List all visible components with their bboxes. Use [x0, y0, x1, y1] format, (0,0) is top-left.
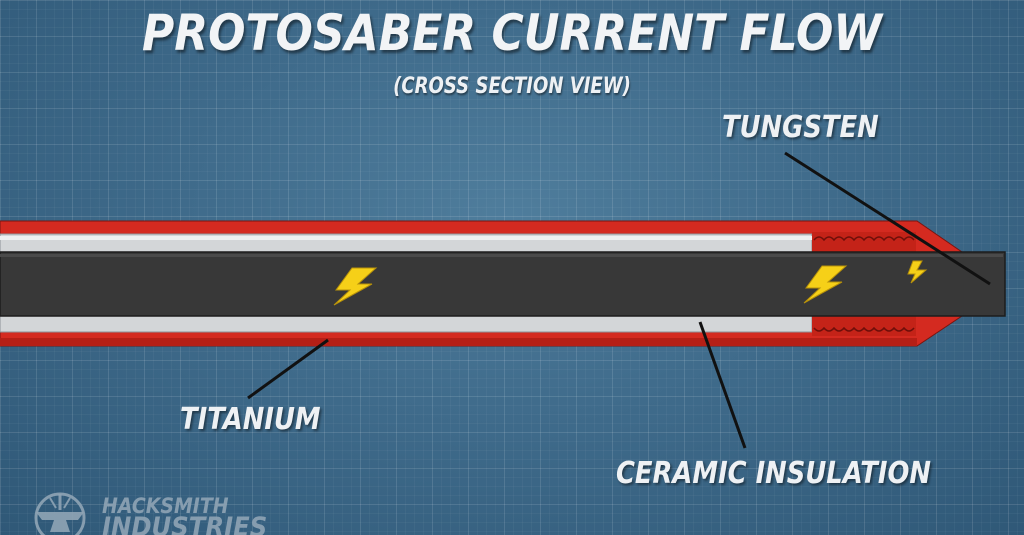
- tungsten-leader-line: [784, 151, 991, 286]
- titanium-leader-line: [247, 338, 329, 400]
- hacksmith-logo: HACKSMITH INDUSTRIES: [28, 488, 288, 535]
- logo-line-hacksmith: HACKSMITH: [102, 494, 229, 518]
- tungsten-label: TUNGSTEN: [722, 110, 879, 145]
- logo-wordmark: HACKSMITH INDUSTRIES: [102, 495, 286, 535]
- ceramic-insulation-highlight: [0, 236, 812, 240]
- diagram-subtitle: (CROSS SECTION VIEW): [393, 74, 631, 99]
- threaded-section: [812, 232, 916, 336]
- lightning-bolt-icon: [803, 265, 848, 304]
- diagram-title: PROTOSABER CURRENT FLOW: [142, 4, 882, 62]
- ceramic-insulation-label: CERAMIC INSULATION: [616, 456, 931, 491]
- titanium-sheath-shadow: [0, 338, 917, 346]
- tungsten-core: [0, 251, 1006, 317]
- lightning-bolt-icon: [333, 267, 378, 306]
- anvil-logo-icon: [34, 492, 86, 535]
- lightning-bolt-icon: [907, 260, 928, 284]
- tungsten-core-highlight: [0, 254, 1003, 257]
- titanium-label: TITANIUM: [180, 402, 321, 437]
- logo-line-industries: INDUSTRIES: [102, 512, 268, 535]
- ceramic-insulation-leader-line: [698, 321, 747, 449]
